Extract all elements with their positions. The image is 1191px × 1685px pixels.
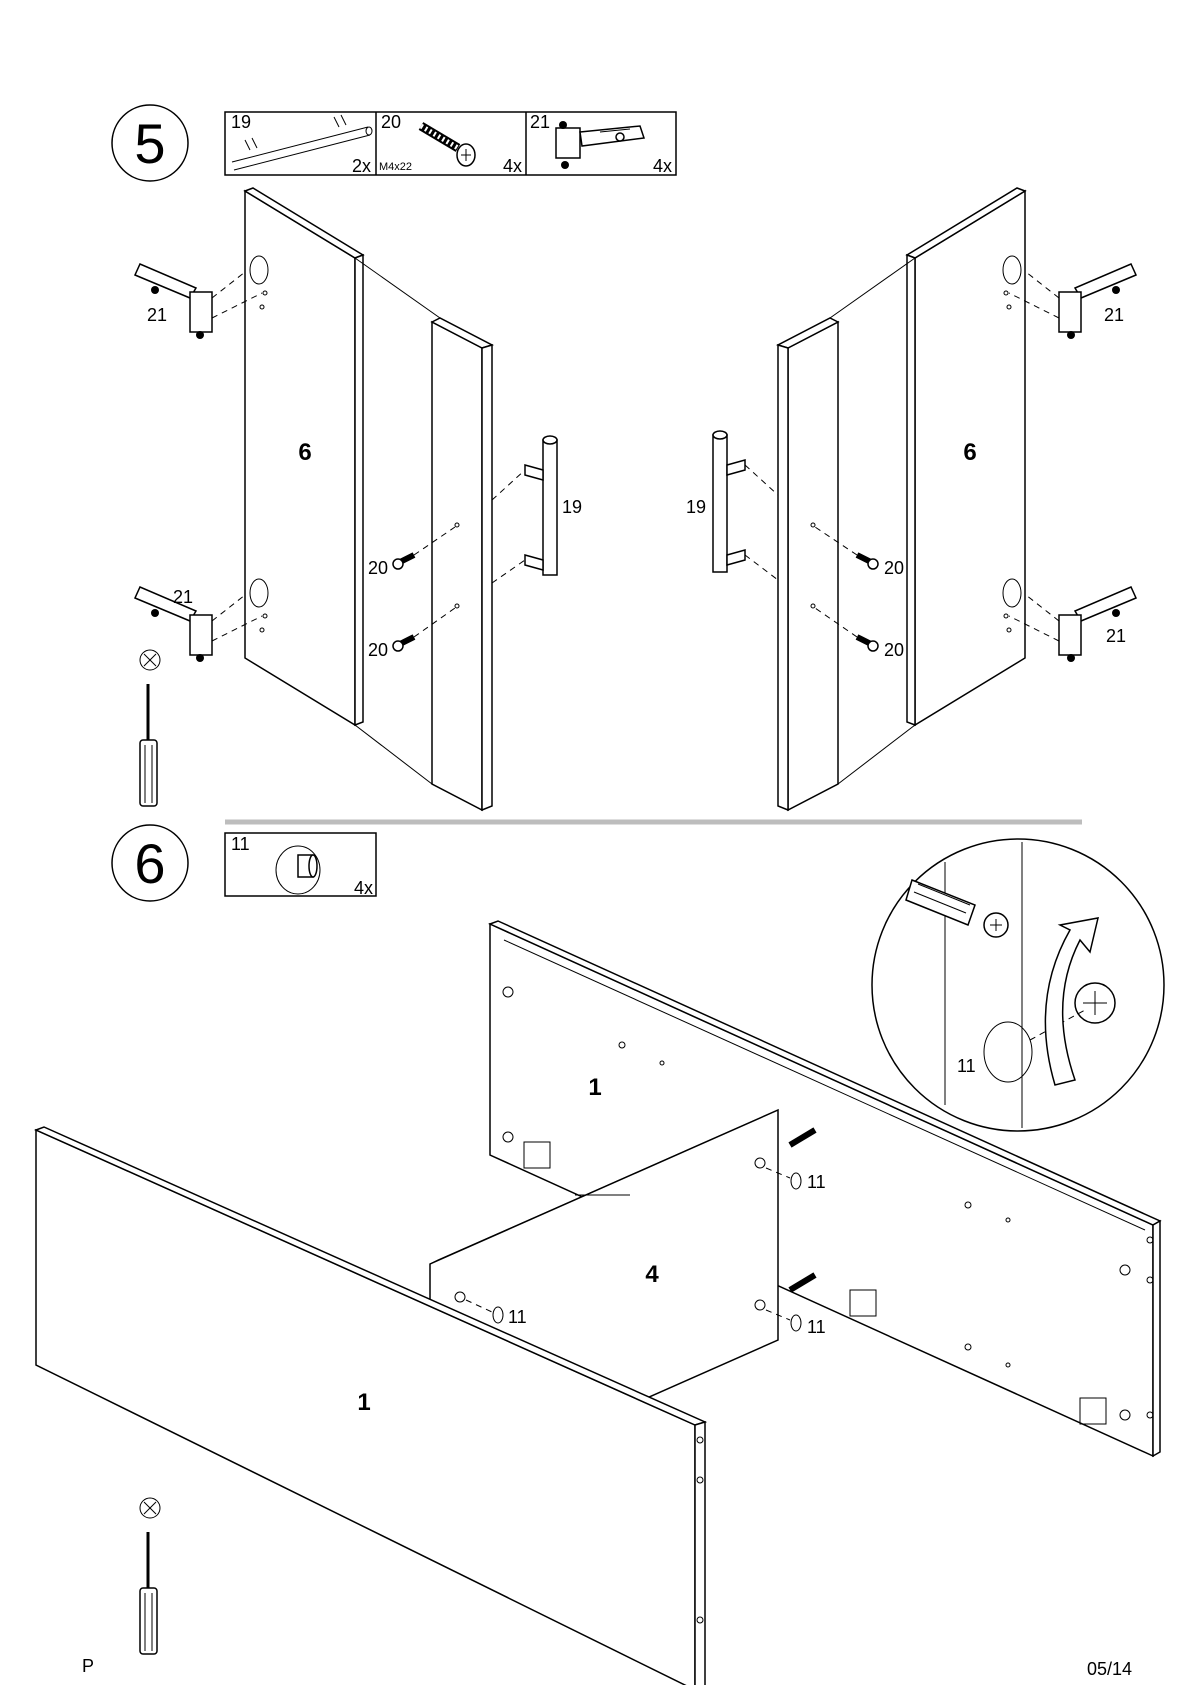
screw-callout-left-bottom: 20: [368, 640, 388, 660]
step-6-parts-table: 11 4x: [225, 833, 376, 898]
part-11-qty: 4x: [354, 878, 373, 898]
cap-callout-detail: 11: [957, 1056, 976, 1076]
hinge-part-icon: [556, 121, 644, 169]
part-11-id: 11: [231, 834, 250, 854]
part-21-qty: 4x: [653, 156, 672, 176]
part-21-id: 21: [530, 112, 550, 132]
screwdriver-icon: [140, 650, 160, 806]
detail-magnifier: 11: [872, 839, 1164, 1131]
step-5-parts-table: 19 2x 20 M4x22 4x: [225, 112, 676, 176]
door-panel-label-right: 6: [963, 439, 976, 466]
part-19-qty: 2x: [352, 156, 371, 176]
panel-label-back: 1: [588, 1074, 601, 1101]
hinge-callout-top-right: 21: [1104, 305, 1124, 325]
part-20-qty: 4x: [503, 156, 522, 176]
part-20-cell: 20 M4x22 4x: [379, 112, 522, 176]
screw-callout-right-top: 20: [884, 558, 904, 578]
panel-label-front: 1: [357, 1389, 370, 1416]
hinge-callout-bottom-right: 21: [1106, 626, 1126, 646]
step-5: 5 19 2x 20: [112, 105, 1136, 810]
handle-callout-right: 19: [686, 497, 706, 517]
part-20-size: M4x22: [379, 161, 412, 173]
step-5-number: 5: [134, 112, 165, 175]
hinge-callout-bottom-left: 21: [173, 587, 193, 607]
handle-right: 19: [686, 431, 778, 580]
handle-left: 19: [492, 436, 582, 583]
door-front-left: [432, 322, 482, 810]
step-6: 6 11 4x 1: [36, 825, 1164, 1685]
hinge-top-left: 21: [135, 264, 262, 339]
panel-label-middle: 4: [645, 1261, 659, 1288]
part-19-cell: 19 2x: [231, 112, 372, 176]
cap-part-icon: [276, 846, 320, 894]
hinge-bottom-right: 21: [1009, 587, 1136, 662]
hinge-callout-top-left: 21: [147, 305, 167, 325]
part-19-id: 19: [231, 112, 251, 132]
screw-callout-right-bottom: 20: [884, 640, 904, 660]
step-6-number: 6: [134, 832, 165, 895]
hinge-top-right: 21: [1009, 264, 1136, 339]
door-panel-label-left: 6: [298, 439, 311, 466]
footer-language: P: [82, 1656, 94, 1676]
cap-callout-bottom: 11: [807, 1317, 826, 1337]
door-front-right: [788, 322, 838, 810]
door-right-assembly: 6 21: [686, 188, 1136, 810]
cap-callout-top: 11: [807, 1172, 826, 1192]
screwdriver-icon-step6: [140, 1498, 160, 1654]
cap-callout-left: 11: [508, 1307, 527, 1327]
handle-callout-left: 19: [562, 497, 582, 517]
screw-callout-left-top: 20: [368, 558, 388, 578]
part-21-cell: 21 4x: [530, 112, 672, 176]
door-left-assembly: 6 21: [135, 188, 582, 810]
part-20-id: 20: [381, 112, 401, 132]
footer-page-number: 05/14: [1087, 1659, 1132, 1679]
screw-part-icon: [421, 126, 475, 166]
